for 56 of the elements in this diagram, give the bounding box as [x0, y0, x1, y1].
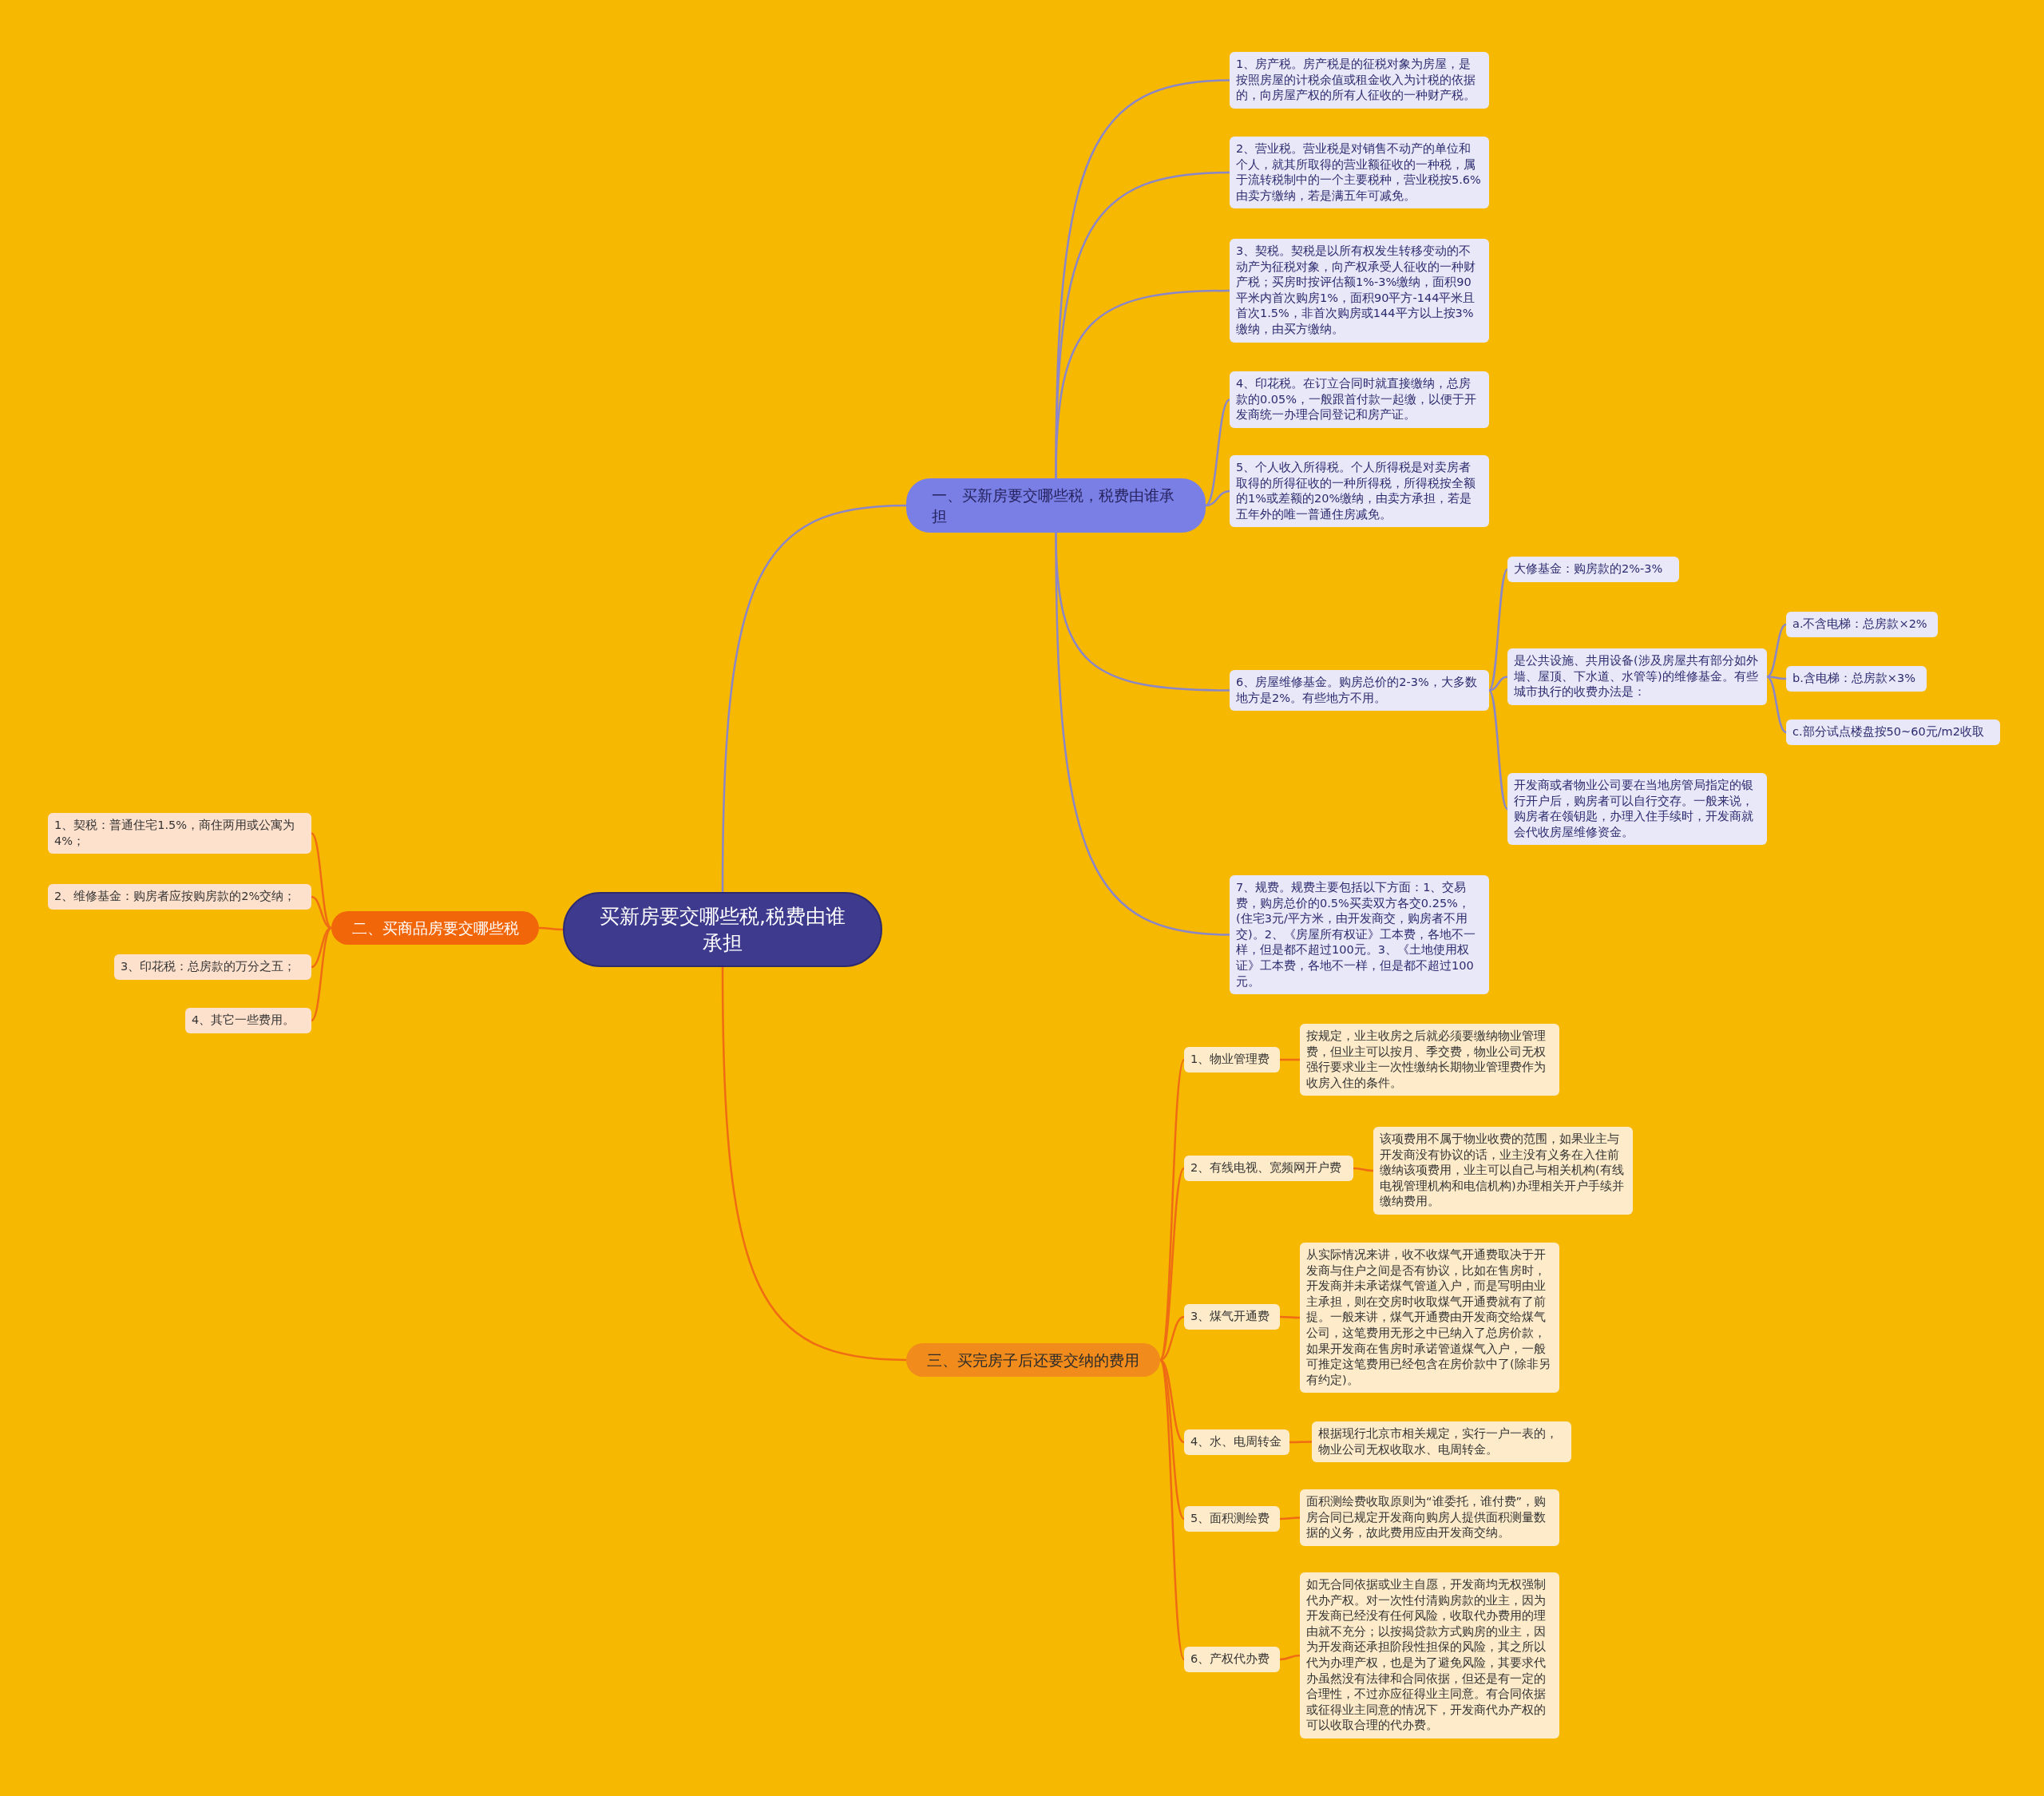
- connector-line: [1280, 1058, 1300, 1061]
- connector-line: [1289, 1441, 1312, 1444]
- connector-line: [1488, 689, 1508, 810]
- connector-line: [1205, 490, 1230, 507]
- connector-line: [1159, 1315, 1185, 1362]
- branch-topic: 三、买完房子后还要交纳的费用: [906, 1343, 1160, 1377]
- subtopic-box: a.不含电梯：总房款×2%: [1786, 612, 1938, 637]
- subtopic-box: 3、契税。契税是以所有权发生转移变动的不动产为征税对象，向产权承受人征收的一种财产税；买房时按评估额1%-3%缴纳，面积90平米内首次购房1%，面积90平方-144平米且首次1.5%，非首次购房或144平方以上按3%缴纳，由买方缴纳。: [1230, 239, 1489, 343]
- connector-line: [1159, 1168, 1185, 1361]
- subtopic-box: 是公共设施、共用设备(涉及房屋共有部分如外墙、屋顶、下水道、水管等)的维修基金。有些城市执行的收费办法是：: [1507, 648, 1767, 705]
- subtopic-box: 大修基金：购房款的2%-3%: [1507, 557, 1679, 582]
- connector-line: [1280, 1516, 1300, 1520]
- subtopic-box: 1、房产税。房产税是的征税对象为房屋，是按照房屋的计税余值或租金收入为计税的依据的，向房屋产权的所有人征收的一种财产税。: [1230, 52, 1489, 109]
- subtopic-box: 3、煤气开通费: [1184, 1304, 1280, 1330]
- subtopic-box: 面积测绘费收取原则为“谁委托，谁付费”，购房合同已规定开发商向购房人提供面积测量数据的义务，故此费用应由开发商交纳。: [1300, 1489, 1559, 1546]
- connector-line: [1055, 533, 1230, 936]
- subtopic-box: 4、印花税。在订立合同时就直接缴纳，总房款的0.05%，一般跟首付款一起缴，以便于开发商统一办理合同登记和房产证。: [1230, 371, 1489, 428]
- connector-line: [1488, 676, 1508, 692]
- subtopic-box: 从实际情况来讲，收不收煤气开通费取决于开发商与住户之间是否有协议，比如在售房时，开发商并未承诺煤气管道入户，而是写明由业主承担，则在交房时收取煤气开通费就有了前提。一般来讲，煤气开通费由开发商交给煤气公司，这笔费用无形之中已纳入了总房价款，如果开发商在售房时承诺管道煤气入户，一般可推定这笔费用已经包含在房价款中了(除非另有约定)。: [1300, 1243, 1559, 1394]
- subtopic-box: 根据现行北京市相关规定，实行一户一表的，物业公司无权收取水、电周转金。: [1312, 1421, 1571, 1463]
- subtopic-box: 2、营业税。营业税是对销售不动产的单位和个人，就其所取得的营业额征收的一种税，属于流转税制中的一个主要税种，营业税按5.6%由卖方缴纳，若是满五年可减免。: [1230, 137, 1489, 209]
- subtopic-box: 1、物业管理费: [1184, 1047, 1280, 1072]
- subtopic-box: 该项费用不属于物业收费的范围，如果业主与开发商没有协议的话，业主没有义务在入住前缴纳该项费用，业主可以自己与相关机构(有线电视管理机构和电信机构)办理相关开户手续并缴纳费用。: [1373, 1127, 1633, 1215]
- subtopic-box: 6、产权代办费: [1184, 1647, 1280, 1672]
- subtopic-box: 1、契税：普通住宅1.5%，商住两用或公寓为4%；: [48, 813, 311, 854]
- subtopic-box: 按规定，业主收房之后就必须要缴纳物业管理费，但业主可以按月、季交费，物业公司无权强行要求业主一次性缴纳长期物业管理费作为收房入住的条件。: [1300, 1024, 1559, 1096]
- central-topic: 买新房要交哪些税,税费由谁承担: [563, 892, 882, 967]
- connector-line: [721, 504, 907, 892]
- connector-line: [1280, 1315, 1300, 1319]
- connector-line: [1488, 569, 1508, 692]
- subtopic-box: 6、房屋维修基金。购房总价的2-3%，大多数地方是2%。有些地方不用。: [1230, 670, 1489, 712]
- connector-line: [1055, 289, 1230, 479]
- connector-line: [1159, 1359, 1186, 1660]
- branch-topic: 一、买新房要交哪些税，税费由谁承担: [906, 478, 1206, 533]
- connector-line: [1766, 623, 1787, 678]
- subtopic-box: 3、印花税：总房款的万分之五；: [114, 954, 311, 980]
- connector-line: [539, 926, 563, 931]
- subtopic-box: c.部分试点楼盘按50~60元/m2收取: [1786, 720, 2000, 745]
- connector-line: [311, 927, 332, 1021]
- subtopic-box: 5、个人收入所得税。个人所得税是对卖房者取得的所得征收的一种所得税，所得税按全额的1%或差额的20%缴纳，由卖方承担，若是五年外的唯一普通住房减免。: [1230, 455, 1489, 528]
- connector-line: [721, 967, 907, 1362]
- connector-line: [1205, 398, 1230, 506]
- connector-line: [1766, 676, 1787, 734]
- subtopic-box: 2、有线电视、宽频网开户费: [1184, 1156, 1353, 1181]
- subtopic-box: 2、维修基金：购房者应按购房款的2%交纳；: [48, 884, 311, 910]
- subtopic-box: 5、面积测绘费: [1184, 1506, 1280, 1532]
- connector-line: [1279, 1654, 1301, 1661]
- connector-line: [311, 832, 332, 929]
- connector-line: [1353, 1167, 1374, 1172]
- subtopic-box: 7、规费。规费主要包括以下方面：1、交易费，购房总价的0.5%买卖双方各交0.25%，(住宅3元/平方米，由开发商交，购房者不用交)。2、《房屋所有权证》工本费，各地不一样，但是都不超过100元。3、《土地使用权证》工本费，各地不一样，但是都不超过100元。: [1230, 875, 1489, 995]
- subtopic-box: 如无合同依据或业主自愿，开发商均无权强制代办产权。对一次性付清购房款的业主，因为开发商已经没有任何风险，收取代办费用的理由就不充分；以按揭贷款方式购房的业主，因为开发商还承担阶段性担保的风险，其之所以代为办理产权，也是为了避免风险，其要求代办虽然没有法律和合同依据，但还是有一定的合理性，不过亦应征得业主同意。有合同依据或征得业主同意的情况下，开发商代办产权的可以收取合理的代办费。: [1300, 1572, 1559, 1739]
- subtopic-box: 4、水、电周转金: [1184, 1429, 1289, 1455]
- subtopic-box: 4、其它一些费用。: [185, 1008, 311, 1033]
- subtopic-box: 开发商或者物业公司要在当地房管局指定的银行开户后，购房者可以自行交存。一般来说，购房者在领钥匙，办理入住手续时，开发商就会代收房屋维修资金。: [1507, 773, 1767, 846]
- branch-topic: 二、买商品房要交哪些税: [331, 911, 539, 945]
- subtopic-box: b.含电梯：总房款×3%: [1786, 666, 1927, 692]
